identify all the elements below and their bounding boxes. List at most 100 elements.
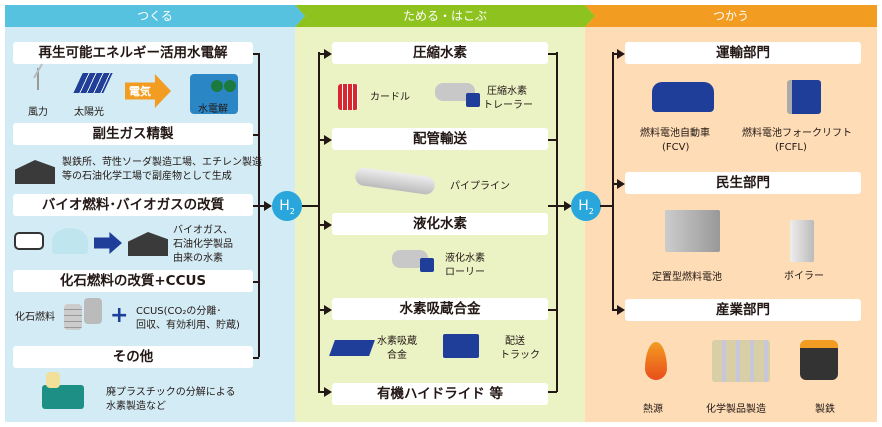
boiler-icon	[790, 220, 814, 262]
other-desc-1: 廃プラスチックの分解による	[106, 387, 236, 398]
electricity-label: 電気	[129, 85, 151, 98]
alloy-title: 水素吸蔵合金	[332, 298, 548, 320]
use-arrow-line	[612, 53, 619, 55]
make-connector	[253, 134, 259, 136]
curdle-label: カードル	[370, 92, 410, 103]
store-arrow-line	[318, 391, 326, 393]
make-connector	[253, 357, 259, 359]
fcfl-label-2: (FCFL)	[775, 142, 807, 153]
bio-title: バイオ燃料･バイオガスの改質	[13, 194, 253, 216]
lorry-tank-icon	[392, 250, 428, 268]
steel-ladle-icon	[800, 340, 838, 380]
h2-to-store-line	[302, 205, 319, 207]
byproduct-desc-2: 等の石油化学工場で副産物として生成	[62, 171, 232, 182]
store-arrow	[324, 49, 332, 59]
heat-label: 熱源	[643, 404, 663, 415]
store-arrow	[324, 305, 332, 315]
lorry-cab-icon	[420, 258, 434, 272]
h2-circle-left: H2	[272, 191, 302, 221]
trailer-label-1: 圧縮水素	[487, 86, 527, 97]
wind-label: 風力	[28, 107, 48, 118]
store-arrow	[324, 387, 332, 397]
lorry-label-2: ローリー	[445, 267, 485, 278]
make-connector	[253, 53, 259, 55]
curdle-icon	[338, 84, 358, 110]
compressed-title: 圧縮水素	[332, 42, 548, 64]
make-to-h2-arrow	[264, 201, 272, 211]
ccus-desc-2: 回収、有効利用、貯蔵)	[136, 320, 240, 331]
store-left-line	[318, 52, 320, 392]
fcfl-label-1: 燃料電池フォークリフト	[742, 128, 852, 139]
forklift-icon	[787, 80, 821, 114]
use-header-label: つかう	[712, 9, 749, 23]
store-right-line	[556, 52, 558, 392]
h2-to-use-line	[600, 205, 613, 207]
h2-sub: 2	[289, 206, 295, 216]
store-right-connector	[548, 309, 557, 311]
pipeline-title: 配管輸送	[332, 128, 548, 150]
delivery-truck-icon	[443, 334, 479, 358]
fcv-label-1: 燃料電池自動車	[640, 128, 710, 139]
fuel-cell-label: 定置型燃料電池	[652, 272, 722, 283]
bio-desc-3: 由来の水素	[173, 253, 223, 264]
fossil-fuel-label: 化石燃料	[15, 312, 55, 323]
make-header: つくる	[5, 5, 305, 27]
bio-desc-2: 石油化学製品	[173, 239, 233, 250]
store-right-connector	[548, 391, 557, 393]
store-header: ためる・はこぶ	[295, 5, 595, 27]
oil-drum-icon	[64, 304, 82, 330]
h2-text: H	[578, 198, 589, 214]
chemical-plant-icon	[712, 340, 770, 382]
other-desc-2: 水素製造など	[106, 401, 166, 412]
make-connector	[253, 281, 259, 283]
make-header-label: つくる	[137, 9, 173, 23]
blue-arrow-icon	[94, 232, 122, 254]
h2-text: H	[279, 198, 290, 214]
pipeline-label: パイプライン	[450, 181, 510, 192]
use-arrow	[617, 49, 625, 59]
store-header-label: ためる・はこぶ	[402, 9, 487, 23]
make-to-h2-line	[253, 205, 265, 207]
byproduct-title: 副生ガス精製	[13, 123, 253, 145]
truck-label-2: トラック	[500, 350, 540, 361]
stationary-fuel-cell-icon	[665, 210, 720, 252]
oxygen-molecule-icon	[211, 80, 223, 92]
alloy-container-icon	[329, 340, 375, 356]
steel-label: 製鉄	[815, 404, 835, 415]
use-arrow-line	[612, 309, 619, 311]
store-arrow-line	[318, 139, 326, 141]
store-right-connector	[548, 53, 557, 55]
other-title: その他	[13, 346, 253, 368]
truck-cab-icon	[466, 93, 480, 107]
plastic-waste-icon	[46, 372, 60, 388]
chem-label: 化学製品製造	[706, 404, 766, 415]
tube-trailer-icon	[435, 83, 475, 101]
use-arrow	[617, 305, 625, 315]
transport-title: 運輸部門	[625, 42, 861, 64]
store-to-h2-arrow	[564, 201, 572, 211]
store-to-h2-line	[548, 205, 570, 207]
fossil-title: 化石燃料の改質+CCUS	[13, 270, 253, 292]
electrolysis-label: 水電解	[198, 104, 228, 115]
store-arrow-line	[318, 224, 326, 226]
industry-title: 産業部門	[625, 299, 861, 321]
alloy-label-1: 水素吸蔵	[377, 336, 417, 347]
store-arrow-line	[318, 53, 326, 55]
h2-circle-right: H2	[571, 191, 601, 221]
boiler-label: ボイラー	[784, 271, 824, 282]
plus-sign: +	[110, 303, 129, 328]
residential-title: 民生部門	[625, 172, 861, 194]
store-arrow-line	[318, 309, 326, 311]
alloy-label-2: 合金	[387, 350, 407, 361]
bio-desc-1: バイオガス、	[173, 225, 233, 236]
use-line	[612, 52, 614, 310]
wind-turbine-icon	[37, 68, 39, 90]
store-arrow	[324, 220, 332, 230]
trailer-label-2: トレーラー	[483, 100, 533, 111]
fcv-car-icon	[652, 82, 714, 112]
use-arrow-line	[612, 183, 619, 185]
fcv-label-2: (FCV)	[662, 142, 690, 153]
garbage-truck-icon	[42, 385, 84, 409]
solar-label: 太陽光	[74, 107, 104, 118]
flame-icon	[645, 342, 667, 380]
